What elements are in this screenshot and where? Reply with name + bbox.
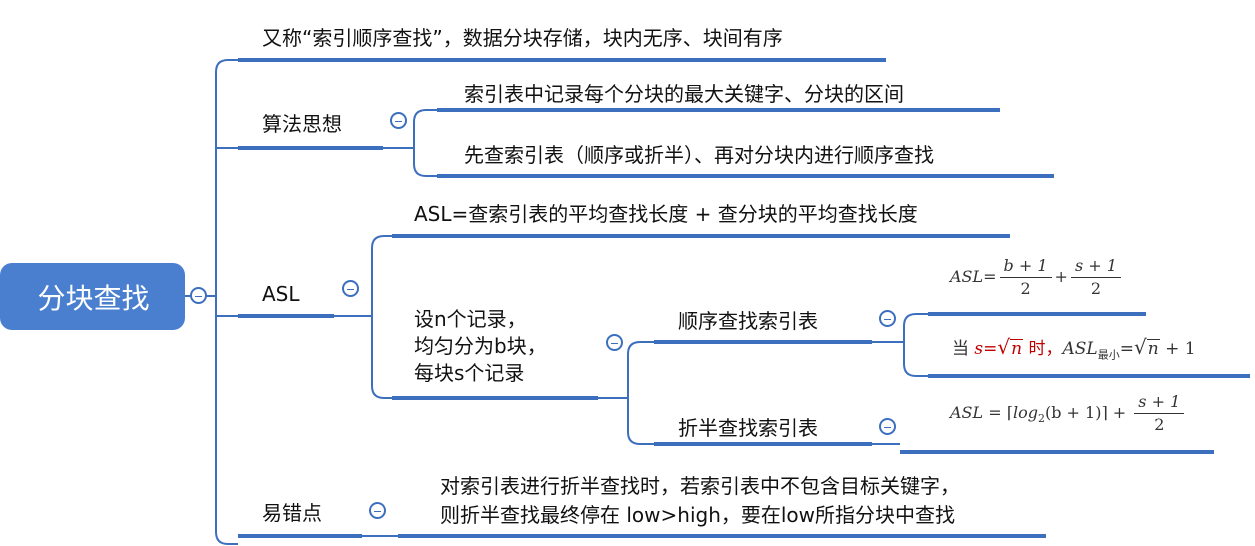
- optimum-formula: 当 s=√n 时，ASL最小=√n + 1: [952, 334, 1196, 362]
- sqrt-icon: √: [997, 335, 1011, 359]
- sqrt-icon-2: √: [1133, 335, 1147, 359]
- optimum-radicand: n: [1146, 339, 1160, 359]
- algorithm-item-2[interactable]: 先查索引表（顺序或折半）、再对分块内进行顺序查找: [464, 143, 934, 167]
- root-node[interactable]: 分块查找: [0, 263, 185, 330]
- binary-formula-log-base: 2: [1037, 412, 1045, 426]
- binary-fraction-denominator: 2: [1154, 415, 1165, 434]
- optimum-when: 当: [952, 339, 969, 359]
- binary-formula-plus: +: [1112, 403, 1127, 422]
- optimum-cond-eq: =: [983, 339, 998, 359]
- setup-node[interactable]: 设n个记录， 均匀分为b块， 每块s个记录: [414, 306, 547, 387]
- formula-plus: +: [1054, 267, 1068, 286]
- binary-formula-log: log: [1012, 403, 1038, 422]
- sequential-index-node[interactable]: 顺序查找索引表: [678, 309, 818, 333]
- binary-fraction-numerator: s + 1: [1134, 392, 1185, 414]
- optimum-eq: =: [1119, 339, 1134, 359]
- root-collapse-icon[interactable]: [190, 287, 207, 304]
- asl-node[interactable]: ASL: [262, 282, 300, 306]
- setup-line-2: 均匀分为b块，: [414, 334, 547, 358]
- algorithm-node[interactable]: 算法思想: [262, 112, 342, 136]
- formula-lhs: ASL: [950, 267, 984, 286]
- setup-line-3: 每块s个记录: [414, 361, 525, 385]
- formula-eq: =: [983, 267, 997, 286]
- fraction-b-denominator: 2: [1020, 279, 1031, 298]
- binary-formula-eq: =: [983, 403, 1007, 422]
- optimum-asl: ASL: [1062, 339, 1098, 359]
- definition-node[interactable]: 又称“索引顺序查找”，数据分块存储，块内无序、块间有序: [262, 26, 783, 50]
- ceil-open-icon: ⌈: [1006, 403, 1013, 422]
- optimum-cond-var: s: [974, 339, 984, 359]
- fraction-s-numerator: s + 1: [1070, 256, 1121, 278]
- setup-collapse-icon[interactable]: [606, 334, 623, 351]
- pitfall-node[interactable]: 易错点: [262, 501, 322, 525]
- algorithm-item-1[interactable]: 索引表中记录每个分块的最大关键字、分块的区间: [464, 82, 904, 106]
- optimum-tail: + 1: [1159, 339, 1196, 359]
- algorithm-collapse-icon[interactable]: [390, 112, 407, 129]
- optimum-time: 时，: [1028, 339, 1063, 359]
- optimum-asl-subscript: 最小: [1097, 348, 1120, 362]
- sequential-collapse-icon[interactable]: [879, 310, 896, 327]
- fraction-s-denominator: 2: [1090, 279, 1102, 298]
- setup-line-1: 设n个记录，: [414, 307, 527, 331]
- optimum-cond-radicand: n: [1010, 339, 1024, 359]
- binary-formula-arg: (b + 1): [1044, 403, 1102, 422]
- ceil-close-icon: ⌉: [1101, 403, 1108, 422]
- asl-summary-node[interactable]: ASL=查索引表的平均查找长度 + 查分块的平均查找长度: [414, 202, 918, 226]
- pitfall-line-2: 则折半查找最终停在 low>high，要在low所指分块中查找: [440, 503, 956, 527]
- binary-collapse-icon[interactable]: [879, 418, 896, 435]
- asl-collapse-icon[interactable]: [342, 280, 359, 297]
- binary-index-node[interactable]: 折半查找索引表: [678, 416, 818, 440]
- pitfall-collapse-icon[interactable]: [369, 502, 386, 519]
- fraction-b-numerator: b + 1: [999, 256, 1052, 278]
- binary-formula-lhs: ASL: [950, 403, 984, 422]
- pitfall-line-1: 对索引表进行折半查找时，若索引表中不包含目标关键字，: [440, 474, 960, 498]
- pitfall-text-node[interactable]: 对索引表进行折半查找时，若索引表中不包含目标关键字， 则折半查找最终停在 low…: [440, 472, 960, 530]
- root-label: 分块查找: [37, 281, 150, 315]
